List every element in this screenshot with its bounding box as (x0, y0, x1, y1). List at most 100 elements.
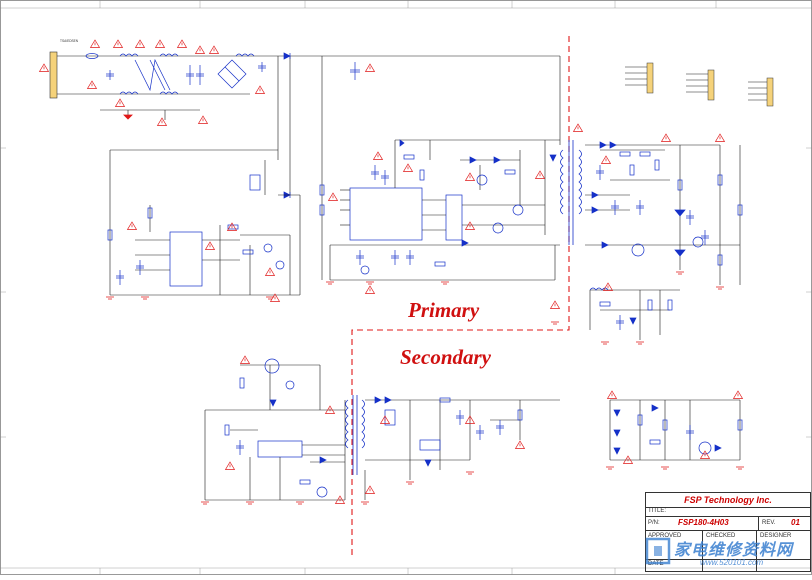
standby-diodes (269, 396, 432, 467)
watermark: 家电维修资料网 www.520101.com (640, 530, 812, 575)
protection-components (637, 414, 743, 455)
warning-triangle-icon (732, 390, 744, 399)
inductor-l3 (235, 53, 255, 57)
warning-triangle-icon (264, 267, 276, 276)
warning-triangle-icon (714, 133, 726, 142)
fuse (85, 53, 99, 59)
warning-triangle-icon (239, 355, 251, 364)
primary-side-label: Primary (408, 298, 480, 322)
warning-triangle-icon (126, 221, 138, 230)
warning-triangle-icon (112, 39, 124, 48)
warning-triangle-icon (464, 172, 476, 181)
watermark-text: 家电维修资料网 (674, 540, 794, 559)
protection-wiring (609, 399, 741, 461)
input-diodes (283, 52, 291, 199)
safety-warning-triangles (38, 39, 744, 504)
input-line-wires (57, 55, 561, 280)
emi-filter-chokes (119, 53, 179, 95)
standby-controller-ic (257, 440, 303, 458)
pfc-components (107, 174, 285, 285)
warning-triangle-icon (572, 123, 584, 132)
warning-triangle-icon (549, 300, 561, 309)
pfc-controller-ic (169, 231, 203, 287)
warning-triangle-icon (402, 163, 414, 172)
pwm-wiring (329, 139, 560, 281)
warning-triangle-icon (534, 170, 546, 179)
isolation-boundary (351, 36, 570, 555)
warning-triangle-icon (660, 133, 672, 142)
warning-triangle-icon (114, 98, 126, 107)
warning-triangle-icon (89, 39, 101, 48)
part-number: FSP180-4H03 (678, 518, 729, 527)
warning-triangle-icon (464, 415, 476, 424)
warning-triangle-icon (334, 495, 346, 504)
company-name: FSP Technology Inc. (646, 493, 810, 508)
warning-triangle-icon (197, 115, 209, 124)
ref-designators: TSA/EDSEN (60, 39, 79, 43)
watermark-logo-icon (645, 537, 671, 565)
protection-diodes (613, 404, 722, 455)
warning-triangle-icon (364, 63, 376, 72)
warning-triangle-icon (134, 39, 146, 48)
rev-label: REV. (762, 520, 776, 526)
bulk-capacitors (258, 62, 360, 80)
warning-triangle-icon (606, 390, 618, 399)
approved-label: APPROVED (648, 533, 682, 539)
warning-triangle-icon (514, 440, 526, 449)
standby-wiring (204, 364, 560, 501)
secondary-output-components (589, 151, 743, 330)
pwm-controller-ic (349, 187, 423, 241)
warning-triangle-icon (600, 155, 612, 164)
revision: 01 (791, 518, 800, 527)
output-connectors (625, 62, 774, 107)
output-connector-3 (766, 77, 774, 107)
secondary-side-label: Secondary (400, 345, 491, 369)
warning-triangle-icon (176, 39, 188, 48)
secondary-output-wiring (585, 144, 741, 340)
warning-triangle-icon (464, 221, 476, 230)
pwm-driver-ic (445, 194, 463, 241)
pwm-components (319, 154, 524, 275)
warning-triangle-icon (86, 80, 98, 89)
checked-label: CHECKED (706, 533, 736, 539)
pfc-wiring (109, 149, 301, 296)
warning-triangle-icon (226, 222, 238, 231)
warning-triangle-icon (364, 485, 376, 494)
warning-triangle-icon (269, 293, 281, 302)
connector-label: TSA/EDSEN (60, 39, 79, 43)
input-lower-wires (100, 109, 200, 120)
designer-label: DESIGNER (760, 533, 792, 539)
warning-triangle-icon (154, 39, 166, 48)
secondary-diodes (591, 141, 686, 325)
warning-triangle-icon (156, 117, 168, 126)
warning-triangle-icon (372, 151, 384, 160)
warning-triangle-icon (602, 282, 614, 291)
warning-triangle-icon (204, 241, 216, 250)
pwm-diodes (399, 139, 557, 247)
warning-triangle-icon (699, 450, 711, 459)
main-transformer (560, 140, 582, 245)
warning-triangle-icon (208, 45, 220, 54)
warning-triangle-icon (194, 45, 206, 54)
bridge-rectifier (217, 59, 247, 89)
warning-triangle-icon (327, 192, 339, 201)
warning-triangle-icon (379, 415, 391, 424)
output-connector-1 (646, 62, 654, 94)
warning-triangle-icon (224, 461, 236, 470)
ac-input-connector (49, 51, 58, 99)
warning-triangle-icon (254, 85, 266, 94)
pn-label: P/N: (648, 520, 660, 526)
ground-symbols (106, 114, 744, 505)
output-connector-2 (707, 69, 715, 101)
title-label: TITLE: (648, 508, 667, 514)
warning-triangle-icon (364, 285, 376, 294)
x-capacitors (106, 65, 204, 85)
warning-triangle-icon (622, 455, 634, 464)
standby-components (224, 358, 523, 498)
warning-triangle-icon (38, 63, 50, 72)
watermark-url: www.520101.com (700, 558, 764, 567)
